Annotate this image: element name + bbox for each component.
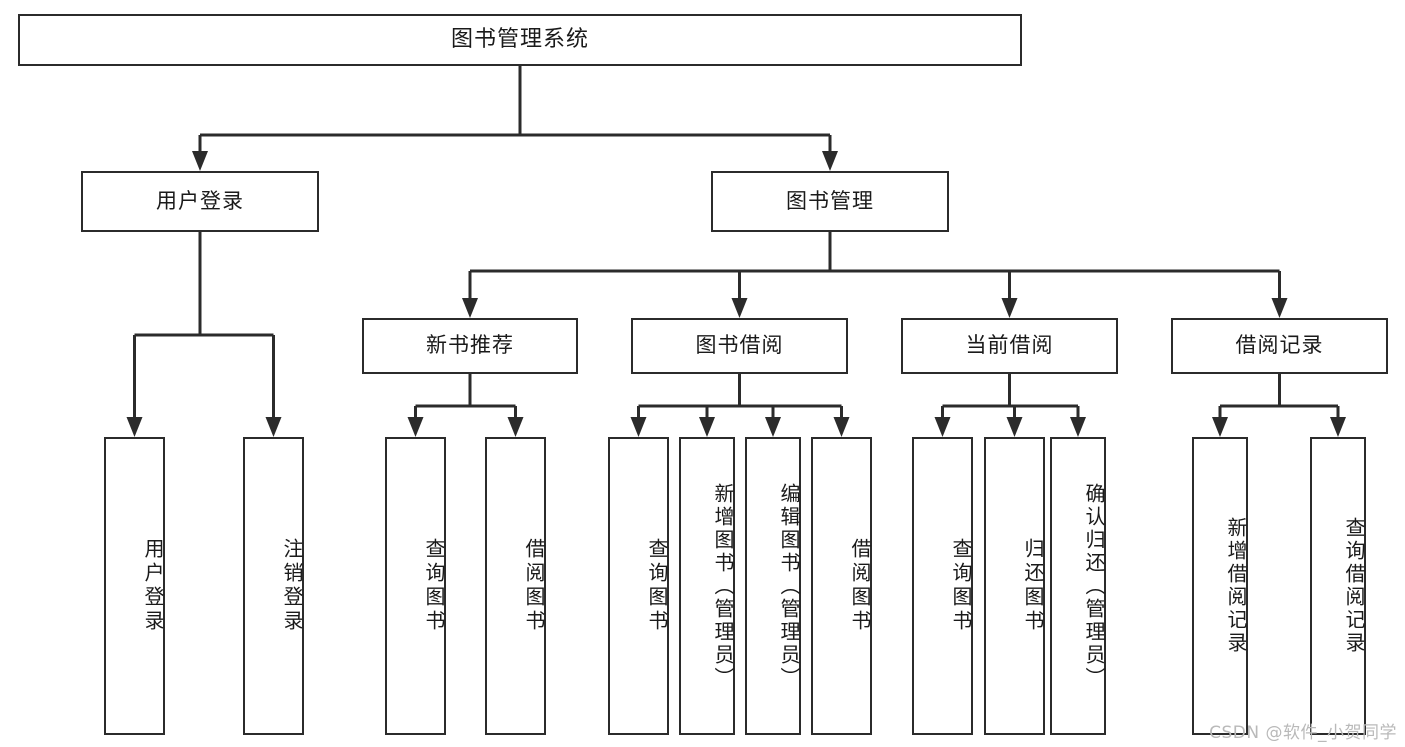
node-new-book-recommend[interactable]: 新书推荐 — [362, 318, 578, 374]
node-leaf-confirm-return-admin[interactable]: 确认归还（管理员） — [1050, 437, 1106, 735]
node-leaf-query-book-1[interactable]: 查询图书 — [385, 437, 446, 735]
node-leaf-user-login[interactable]: 用户登录 — [104, 437, 165, 735]
node-leaf-query-book-3[interactable]: 查询图书 — [912, 437, 973, 735]
node-book-borrow[interactable]: 图书借阅 — [631, 318, 848, 374]
node-leaf-edit-book-admin[interactable]: 编辑图书（管理员） — [745, 437, 801, 735]
node-leaf-return-book[interactable]: 归还图书 — [984, 437, 1045, 735]
node-leaf-query-book-2[interactable]: 查询图书 — [608, 437, 669, 735]
node-book-management[interactable]: 图书管理 — [711, 171, 949, 232]
node-leaf-query-borrow-record[interactable]: 查询借阅记录 — [1310, 437, 1366, 735]
node-borrow-record[interactable]: 借阅记录 — [1171, 318, 1388, 374]
node-user-login[interactable]: 用户登录 — [81, 171, 319, 232]
node-current-borrow[interactable]: 当前借阅 — [901, 318, 1118, 374]
watermark-text: CSDN @软件_小贺同学 — [1209, 723, 1397, 743]
node-leaf-add-borrow-record[interactable]: 新增借阅记录 — [1192, 437, 1248, 735]
node-root[interactable]: 图书管理系统 — [18, 14, 1022, 66]
node-leaf-user-logout[interactable]: 注销登录 — [243, 437, 304, 735]
node-leaf-add-book-admin[interactable]: 新增图书（管理员） — [679, 437, 735, 735]
node-leaf-borrow-book-1[interactable]: 借阅图书 — [485, 437, 546, 735]
node-leaf-borrow-book-2[interactable]: 借阅图书 — [811, 437, 872, 735]
